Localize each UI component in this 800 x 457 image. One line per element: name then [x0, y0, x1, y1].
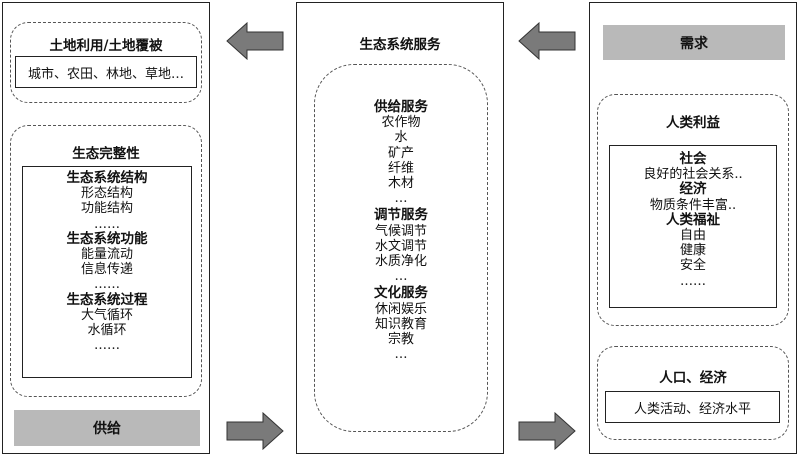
integrity-box: 生态系统结构 形态结构 功能结构 …… 生态系统功能 能量流动 信息传递 …… … [22, 166, 192, 378]
benefits-title: 人类利益 [666, 115, 720, 131]
economy-heading: 经济 [679, 181, 707, 198]
ellipsis: …… [94, 338, 120, 354]
land-use-group [10, 22, 202, 103]
list-item: 水循环 [87, 323, 127, 339]
list-item: 纤维 [387, 160, 414, 176]
list-item: 良好的社会关系.. [643, 167, 743, 183]
list-item: 知识教育 [374, 316, 427, 332]
process-heading: 生态系统过程 [66, 291, 148, 308]
land-use-examples-box: 城市、农田、林地、草地… [15, 56, 197, 88]
integrity-group [10, 125, 202, 397]
list-item: 功能结构 [80, 201, 133, 217]
list-item: 自由 [679, 228, 706, 244]
list-item: 农作物 [381, 115, 421, 131]
right-arrow-icon [518, 412, 576, 450]
list-item: 水文调节 [374, 238, 427, 254]
ellipsis: … [394, 191, 408, 207]
services-group [314, 64, 488, 432]
right-arrow-icon [226, 412, 284, 450]
wellbeing-heading: 人类福祉 [666, 211, 720, 228]
list-item: 能量流动 [80, 247, 133, 263]
integrity-title: 生态完整性 [72, 146, 140, 162]
ellipsis: … [394, 269, 408, 285]
population-box-text: 人类活动、经济水平 [633, 401, 751, 417]
list-item: 形态结构 [80, 186, 133, 202]
population-box: 人类活动、经济水平 [605, 391, 780, 423]
regulating-heading: 调节服务 [374, 207, 428, 224]
supply-label: 供给 [14, 410, 200, 446]
structure-heading: 生态系统结构 [66, 170, 148, 186]
ellipsis: …… [94, 216, 120, 232]
provisioning-heading: 供给服务 [374, 99, 428, 115]
ellipsis: …… [94, 277, 120, 293]
list-item: 物质条件丰富.. [649, 197, 737, 213]
list-item: 宗教 [387, 332, 414, 348]
land-use-title: 土地利用/土地覆被 [49, 38, 163, 54]
left-arrow-icon [226, 22, 284, 60]
services-list: 供给服务 农作物 水 矿产 纤维 木材 … 调节服务 气候调节 水文调节 水质净… [314, 99, 488, 363]
list-item: 健康 [679, 243, 706, 259]
ellipsis: …… [680, 273, 706, 289]
list-item: 木材 [387, 176, 414, 192]
population-title: 人口、经济 [659, 370, 727, 386]
list-item: 水质净化 [374, 254, 427, 270]
benefits-box: 社会 良好的社会关系.. 经济 物质条件丰富.. 人类福祉 自由 健康 安全 …… [609, 145, 777, 308]
society-heading: 社会 [679, 151, 707, 167]
list-item: 水 [394, 130, 408, 146]
population-group [597, 346, 789, 440]
left-arrow-icon [518, 22, 576, 60]
land-use-examples: 城市、农田、林地、草地… [27, 66, 184, 82]
benefits-group [597, 94, 789, 326]
function-heading: 生态系统功能 [66, 230, 148, 247]
list-item: 大气循环 [80, 307, 133, 323]
services-title: 生态系统服务 [359, 37, 441, 53]
list-item: 信息传递 [80, 262, 133, 278]
ellipsis: … [394, 347, 408, 363]
list-item: 矿产 [387, 145, 414, 161]
cultural-heading: 文化服务 [374, 285, 428, 302]
list-item: 气候调节 [374, 223, 427, 239]
demand-label: 需求 [603, 25, 785, 60]
list-item: 安全 [679, 258, 706, 274]
list-item: 休闲娱乐 [374, 301, 427, 317]
